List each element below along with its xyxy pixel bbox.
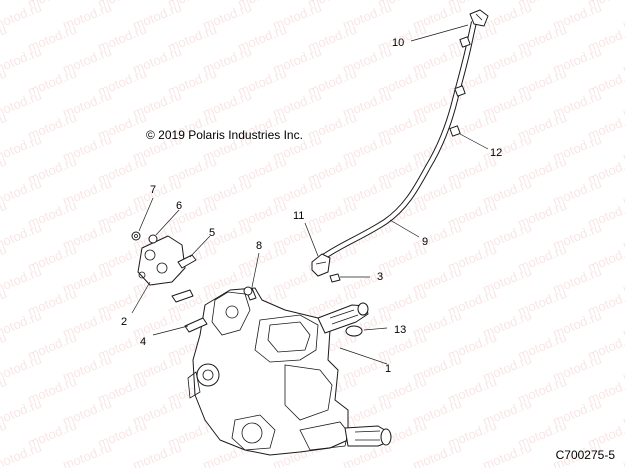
- watermark-text: motod.ru: [61, 440, 114, 468]
- watermark-text: motod.ru: [0, 440, 44, 468]
- watermark-text: motod.ru: [0, 176, 44, 209]
- watermark-text: motod.ru: [0, 220, 44, 253]
- leader-lines: [131, 24, 489, 365]
- watermark-text: motod.ru: [0, 0, 9, 11]
- watermark-text: motod.ru: [621, 440, 625, 468]
- input-shaft: [317, 302, 369, 334]
- callout-9: 9: [422, 236, 428, 248]
- o-ring: [345, 325, 363, 337]
- callout-7: 7: [150, 184, 156, 196]
- sensor-bracket: [137, 235, 186, 286]
- watermark-text: motod.ru: [0, 44, 44, 77]
- watermark-text: motod.ru: [0, 264, 44, 297]
- fasteners: [131, 231, 257, 333]
- copyright-notice: © 2019 Polaris Industries Inc.: [146, 128, 303, 142]
- callout-11: 11: [293, 210, 304, 222]
- callout-13: 13: [394, 324, 406, 336]
- callout-1: 1: [385, 363, 391, 375]
- transmission-case: [187, 287, 349, 456]
- watermark-text: motod.ru: [131, 440, 184, 468]
- vent-fitting: [311, 253, 331, 277]
- watermark-text: motod.ru: [0, 352, 44, 385]
- callout-6: 6: [176, 200, 182, 212]
- callout-2: 2: [121, 316, 127, 328]
- figure-id: C700275-5: [555, 448, 615, 462]
- watermark-text: motod.ru: [0, 0, 44, 33]
- vent-hose: [320, 21, 477, 261]
- callout-5: 5: [209, 227, 215, 239]
- callout-4: 4: [140, 336, 146, 348]
- watermark-text: motod.ru: [0, 132, 44, 165]
- watermark-text: motod.ru: [411, 440, 464, 468]
- clamp-3: [329, 273, 341, 283]
- output-shaft: [344, 425, 392, 447]
- watermark-text: motod.ru: [0, 88, 44, 121]
- callout-labels: 1 2 3 4 5 6 7 8 9 10 11 12 13: [121, 37, 502, 375]
- callout-12: 12: [490, 147, 502, 159]
- watermark-text: motod.ru: [481, 440, 534, 468]
- watermark-text: motod.ru: [0, 308, 44, 341]
- vent-cap: [469, 9, 489, 27]
- watermark-text: motod.ru: [0, 396, 44, 429]
- clamp-12: [449, 36, 471, 137]
- callout-10: 10: [392, 37, 404, 49]
- callout-8: 8: [256, 240, 262, 252]
- callout-3: 3: [377, 271, 383, 283]
